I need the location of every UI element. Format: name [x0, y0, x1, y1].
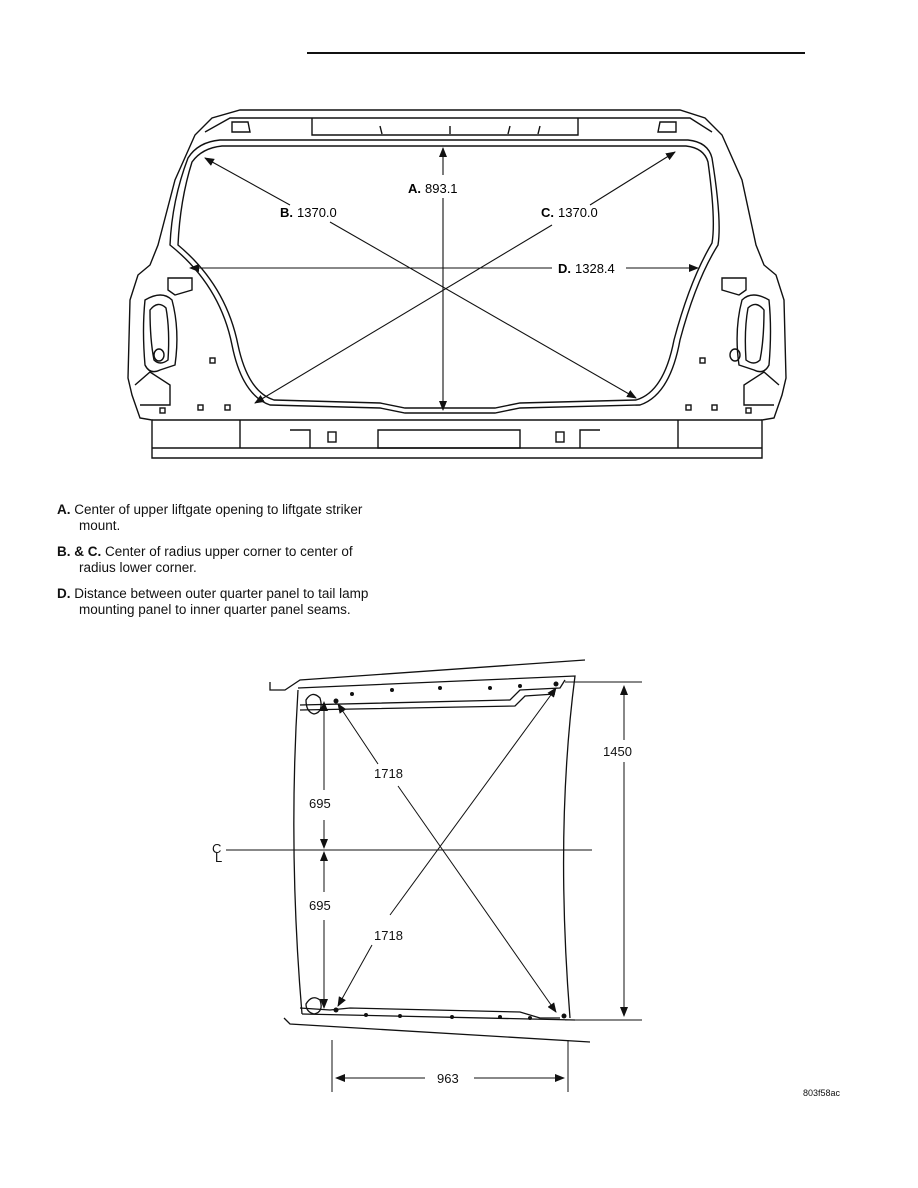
label-c: C.1370.0	[541, 205, 598, 220]
body-outline	[127, 109, 787, 459]
legend-text: Center of upper liftgate opening to lift…	[74, 502, 363, 517]
centerline-symbol-l: L	[215, 850, 222, 865]
diagonal-lower-line	[389, 687, 557, 916]
legend-item-bc: B. & C. Center of radius upper corner to…	[57, 544, 417, 576]
legend-text: radius lower corner.	[79, 560, 197, 575]
legend-key: A.	[57, 502, 71, 517]
dimension-c-line	[589, 151, 676, 206]
label-half-lower: 695	[309, 898, 331, 913]
legend-text: mounting panel to inner quarter panel se…	[79, 602, 351, 617]
liftgate-opening-diagram: A.893.1 B.1370.0 C.1370.0 D.1328.4	[127, 109, 787, 459]
diagonal-upper-line	[337, 703, 379, 765]
legend-text: Distance between outer quarter panel to …	[74, 586, 369, 601]
label-width: 963	[437, 1071, 459, 1086]
legend-item-d: D. Distance between outer quarter panel …	[57, 586, 417, 618]
label-d: D.1328.4	[558, 261, 615, 276]
label-half-upper: 695	[309, 796, 331, 811]
label-b: B.1370.0	[280, 205, 337, 220]
legend-item-a: A. Center of upper liftgate opening to l…	[57, 502, 417, 534]
figure-code: 803f58ac	[803, 1088, 841, 1098]
legend-text: mount.	[79, 518, 121, 533]
roof-opening-diagram: 1718 1718 695 695 1450 963 C L	[212, 659, 642, 1092]
legend-key: D.	[57, 586, 71, 601]
roof-panel-outline	[269, 659, 586, 691]
centerline-symbol-c: C	[212, 841, 221, 856]
legend-key: B. & C.	[57, 544, 102, 559]
header-rule	[307, 52, 805, 54]
legend-text: Center of radius upper corner to center …	[105, 544, 353, 559]
label-height: 1450	[603, 744, 632, 759]
dimension-b-line	[204, 157, 291, 206]
label-diagonal-lower: 1718	[374, 928, 403, 943]
legend: A. Center of upper liftgate opening to l…	[57, 502, 417, 628]
label-a: A.893.1	[408, 181, 458, 196]
label-diagonal-upper: 1718	[374, 766, 403, 781]
